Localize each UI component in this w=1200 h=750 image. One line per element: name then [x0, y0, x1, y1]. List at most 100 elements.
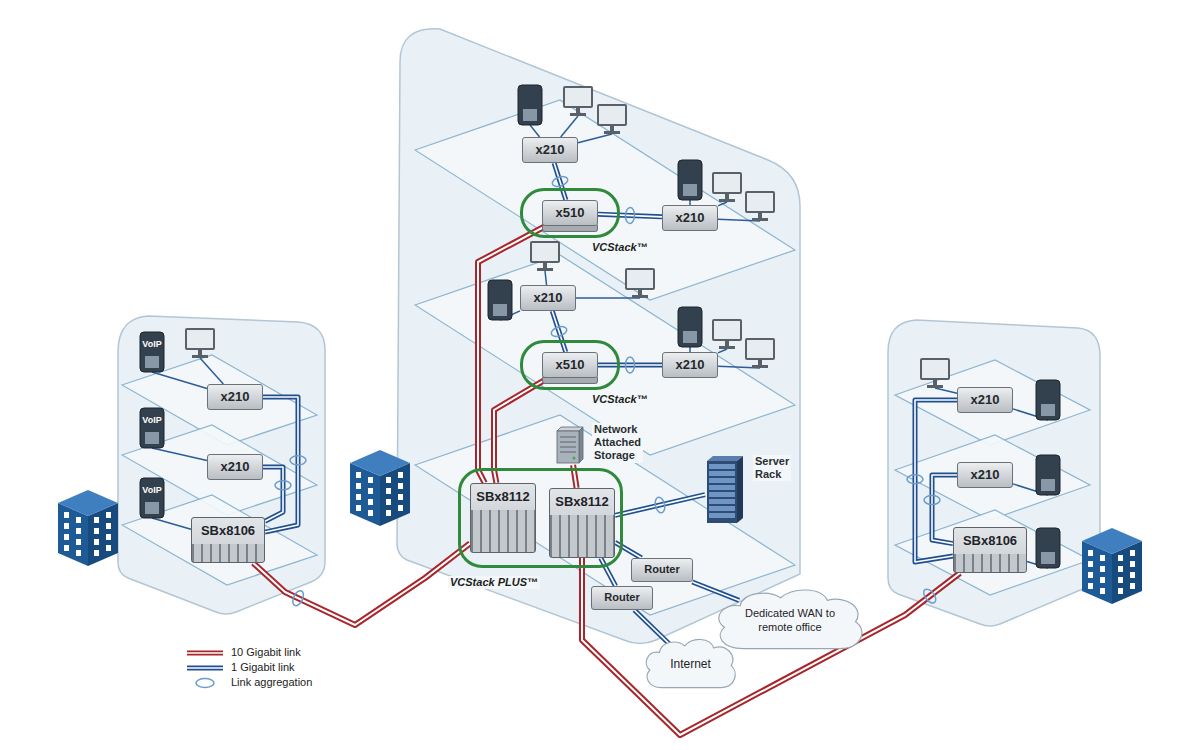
icon-window	[1088, 583, 1093, 589]
ip-phone-icon	[140, 408, 164, 448]
phone-body	[488, 280, 512, 320]
node-label: x210	[676, 357, 705, 373]
monitor-stand	[610, 126, 614, 131]
monitor-base	[719, 346, 735, 349]
network-cloud: Internet	[642, 637, 739, 692]
storage-slot	[560, 442, 576, 443]
icon-window	[356, 494, 361, 500]
switch-box: x210	[207, 384, 263, 410]
link-line	[615, 495, 705, 516]
desktop-pc-icon	[712, 172, 742, 202]
icon-window	[356, 472, 361, 478]
network-cloud: Dedicated WAN to remote office	[712, 587, 868, 654]
link-sample	[187, 665, 223, 670]
legend-sample	[185, 677, 225, 689]
floor-plate	[415, 100, 795, 300]
icon-window	[1100, 588, 1105, 594]
device-wire	[578, 134, 612, 143]
device-wire	[152, 372, 207, 389]
rack-unit	[709, 485, 735, 490]
link-line	[601, 558, 616, 586]
icon-window	[64, 534, 69, 540]
monitor-frame	[530, 241, 560, 263]
node-label: x210	[676, 210, 705, 226]
phone-keypad	[145, 502, 159, 514]
icon-window	[368, 510, 373, 516]
link-line	[253, 543, 470, 625]
monitor-screen	[714, 321, 740, 339]
desktop-pc-icon	[563, 86, 593, 116]
monitor-frame	[920, 358, 950, 380]
rack-unit	[709, 471, 735, 476]
phone-keypad	[683, 184, 697, 196]
rack-unit	[709, 513, 735, 518]
switch-box: x210	[522, 137, 578, 163]
phone-body	[518, 85, 542, 125]
monitor-screen	[565, 88, 591, 106]
link-line	[582, 558, 960, 735]
node-label: Internet	[670, 657, 711, 671]
storage-led	[573, 457, 576, 460]
phone-body	[678, 160, 702, 200]
network-link	[615, 495, 705, 516]
node-label: Router	[604, 591, 639, 604]
rack-unit	[709, 506, 735, 511]
monitor-frame	[563, 86, 593, 108]
link-line	[598, 214, 662, 217]
icon-window	[1130, 550, 1135, 556]
icon-window	[356, 483, 361, 489]
icon-window	[76, 539, 81, 545]
monitor-screen	[187, 330, 213, 348]
floor-plate	[895, 435, 1090, 520]
aggregation-mark	[550, 325, 568, 339]
icon-window	[94, 517, 99, 523]
ip-phone-icon	[140, 478, 164, 518]
icon-window	[1118, 555, 1123, 561]
device-wire	[152, 518, 191, 529]
monitor-stand	[758, 360, 762, 365]
phone-keypad	[1041, 552, 1055, 564]
node-caption: VCStack PLUS™	[448, 576, 540, 589]
rack-side	[737, 456, 743, 523]
network-link	[598, 357, 662, 373]
icon-window	[398, 505, 403, 511]
icon-window	[106, 523, 111, 529]
device-wire	[576, 297, 640, 299]
link-core	[478, 226, 546, 483]
monitor-base	[752, 365, 768, 368]
node-label: x210	[971, 392, 1000, 408]
switch-box: x510	[542, 352, 598, 378]
link-line	[552, 311, 565, 352]
chassis-switch: SBx8106	[953, 527, 1027, 573]
node-caption: VCStack™	[590, 241, 650, 254]
node-label: SBx8106	[201, 523, 255, 539]
icon-window	[356, 505, 361, 511]
link-core	[615, 542, 642, 558]
aggregation-mark	[907, 475, 923, 484]
aggregation-mark	[551, 175, 569, 188]
monitor-frame	[745, 338, 775, 360]
device-wires	[152, 116, 1048, 568]
network-link	[253, 543, 470, 625]
phone-keypad	[493, 304, 507, 316]
legend-sample	[185, 662, 225, 674]
node-label: x210	[971, 467, 1000, 483]
cloud-outline	[646, 639, 735, 687]
monitor-frame	[712, 172, 742, 194]
monitor-base	[719, 199, 735, 202]
chassis-switch: SBx8112	[470, 483, 536, 553]
legend-text: Link aggregation	[231, 676, 312, 689]
switch-box: x510	[542, 200, 598, 226]
desktop-pc-icon	[597, 104, 627, 134]
icon-window	[386, 499, 391, 505]
legend-row: 1 Gigabit link	[185, 660, 312, 675]
storage-slot	[560, 447, 576, 448]
floors	[122, 100, 1090, 615]
link-core	[634, 610, 669, 644]
device-wire	[718, 202, 727, 206]
ip-phone-icon	[488, 280, 512, 320]
desktop-pc-icon	[625, 268, 655, 298]
link-line	[615, 542, 642, 558]
network-link	[615, 542, 642, 558]
ip-phone-icon	[678, 307, 702, 347]
